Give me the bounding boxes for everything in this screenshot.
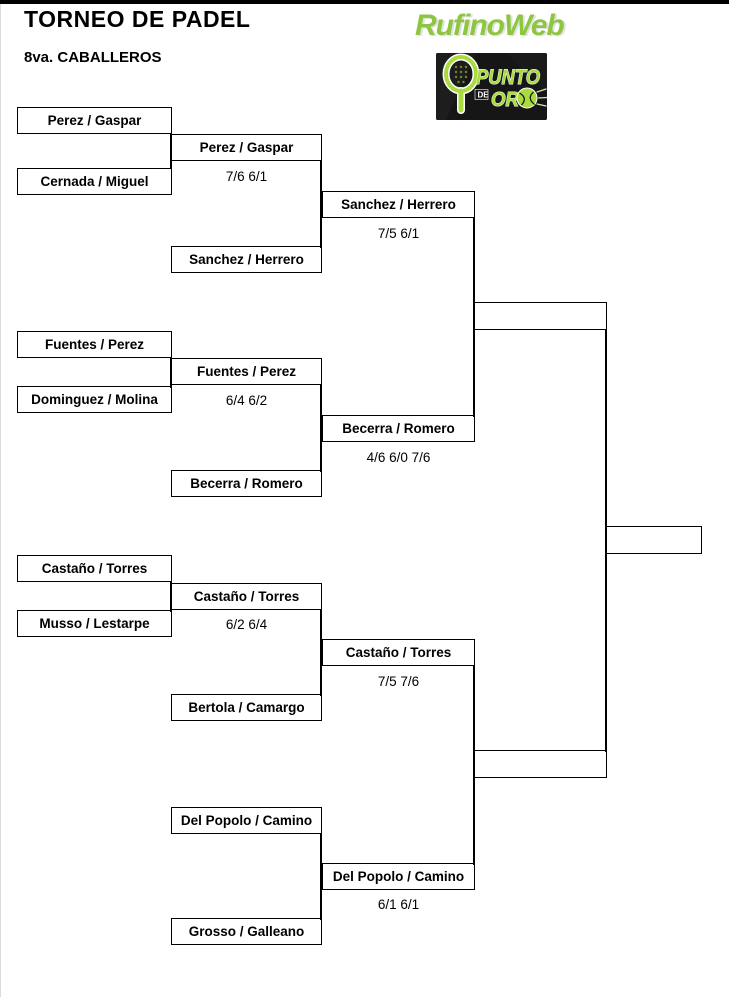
bracket-connector <box>605 329 607 752</box>
bracket-connector <box>473 217 475 417</box>
bracket-connector <box>320 609 322 696</box>
bracket-team-box: Becerra / Romero <box>171 470 322 497</box>
match-score: 7/5 7/6 <box>377 673 420 689</box>
match-score: 6/4 6/2 <box>225 392 268 408</box>
bracket-winner-box: Castaño / Torres <box>171 583 322 610</box>
bracket-team-box: Del Popolo / Camino <box>171 807 322 834</box>
bracket-winner-box: Sanchez / Herrero <box>322 191 475 218</box>
punto-de-oro-logo: PUNTO DE OR <box>436 53 547 120</box>
bracket-connector <box>320 833 322 920</box>
bracket-team-box: Fuentes / Perez <box>17 331 172 358</box>
bracket-team-box: Sanchez / Herrero <box>171 246 322 273</box>
bracket-connector <box>170 581 172 612</box>
padel-racket-icon <box>442 53 480 114</box>
champion-box-empty <box>606 526 702 554</box>
bracket-team-box: Dominguez / Molina <box>17 386 172 413</box>
bracket-connector <box>170 133 172 169</box>
oro-word: OR <box>491 89 520 111</box>
rufinoweb-logo: RufinoWeb <box>415 9 565 42</box>
match-score: 4/6 6/0 7/6 <box>366 449 431 465</box>
bracket-team-box: Castaño / Torres <box>17 555 172 582</box>
bracket-winner-box: Castaño / Torres <box>322 639 475 666</box>
bracket-team-box: Cernada / Miguel <box>17 168 172 195</box>
bracket-connector <box>320 384 322 472</box>
bracket-connector <box>473 665 475 865</box>
bracket-connector <box>320 160 322 248</box>
top-border <box>0 0 729 4</box>
bracket-team-box: Grosso / Galleano <box>171 918 322 945</box>
bracket-winner-box: Perez / Gaspar <box>171 134 322 161</box>
match-score: 6/1 6/1 <box>377 896 420 912</box>
bracket-winner-box-empty <box>474 750 607 778</box>
bracket-winner-box-empty <box>474 302 607 330</box>
bracket-team-box: Bertola / Camargo <box>171 694 322 721</box>
punto-word: PUNTO <box>476 66 540 89</box>
tennis-ball-icon <box>516 87 538 109</box>
bracket-winner-box: Del Popolo / Camino <box>322 863 475 890</box>
match-score: 7/6 6/1 <box>225 168 268 184</box>
swoosh-lines-icon <box>536 88 547 107</box>
punto-de-oro-logo-art: PUNTO DE OR <box>436 53 547 120</box>
left-window-edge <box>0 4 1 997</box>
bracket-winner-box: Fuentes / Perez <box>171 358 322 385</box>
bracket-connector <box>170 357 172 388</box>
de-word: DE <box>478 91 490 100</box>
bracket-team-box: Perez / Gaspar <box>17 107 172 134</box>
match-score: 7/5 6/1 <box>377 225 420 241</box>
match-score: 6/2 6/4 <box>225 616 268 632</box>
page-title: TORNEO DE PADEL <box>24 6 251 32</box>
category-label: 8va. CABALLEROS <box>24 49 162 66</box>
bracket-team-box: Musso / Lestarpe <box>17 610 172 637</box>
bracket-winner-box: Becerra / Romero <box>322 415 475 442</box>
